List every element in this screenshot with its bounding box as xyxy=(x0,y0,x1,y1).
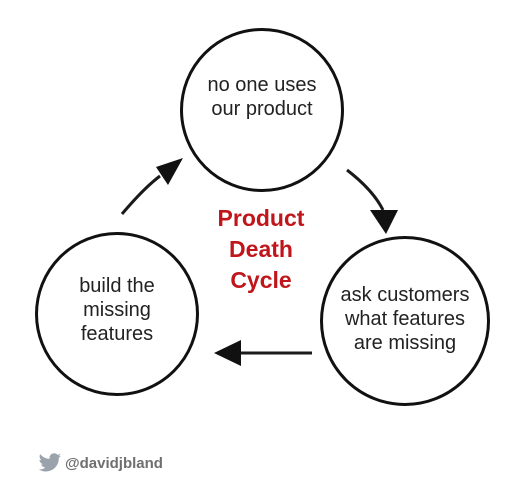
node-build-features: build the missing features xyxy=(35,232,199,396)
node-no-one-uses: no one uses our product xyxy=(180,28,344,192)
arrowhead-top-to-right xyxy=(370,210,398,234)
node-ask-customers-label: ask customers what features are missing xyxy=(340,284,470,354)
node-ask-customers: ask customers what features are missing xyxy=(320,236,490,406)
diagram-title: Product Death Cycle xyxy=(217,205,305,293)
arrowhead-left-to-top xyxy=(156,158,183,185)
arrow-left-to-top xyxy=(120,174,161,215)
credit-handle: @davidjbland xyxy=(65,454,163,472)
twitter-bird-icon xyxy=(38,453,62,472)
arrowhead-right-to-left xyxy=(214,340,241,366)
node-no-one-uses-label: no one uses our product xyxy=(207,74,317,120)
arrow-top-to-right xyxy=(346,168,385,211)
author-credit: @davidjbland xyxy=(38,451,163,475)
node-build-features-label: build the missing features xyxy=(79,275,155,345)
